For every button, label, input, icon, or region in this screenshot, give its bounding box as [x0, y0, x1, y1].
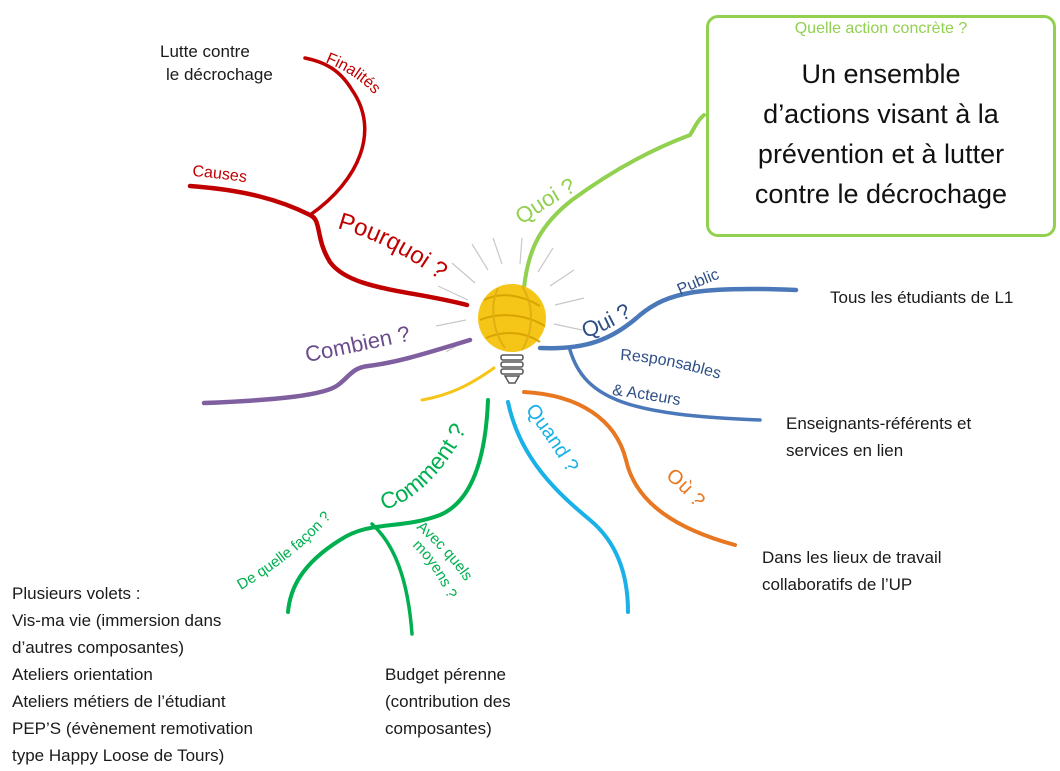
ou-branch-line [522, 390, 737, 547]
note-line: Ateliers orientation [12, 665, 153, 684]
action-answer-line: d’actions visant à la [763, 99, 999, 129]
action-box: Quelle action concrète ? Un ensemble d’a… [706, 15, 1056, 237]
note-line: Enseignants-référents et [786, 414, 972, 433]
light-ray [451, 262, 476, 284]
light-ray [492, 237, 503, 265]
quand-label: Quand ? [521, 400, 583, 476]
note-line: le décrochage [166, 65, 273, 84]
note-line: type Happy Loose de Tours) [12, 746, 225, 765]
note-line: Lutte contre [160, 42, 250, 61]
note-line: services en lien [786, 441, 904, 460]
acteurs-label-text: & Acteurs [611, 382, 681, 409]
light-ray [471, 243, 489, 271]
acteurs-note: Enseignants-référents et services en lie… [786, 410, 971, 464]
lutte-note: Lutte contre le décrochage [160, 40, 273, 86]
ou-label-text: Où ? [662, 464, 709, 511]
causes-label-text: Causes [192, 163, 248, 186]
quoi-branch-line [522, 113, 706, 290]
causes-label: Causes [192, 163, 248, 186]
action-answer-line: contre le décrochage [754, 179, 1008, 209]
comment-label: Comment ? [376, 419, 471, 515]
light-ray [554, 297, 585, 306]
note-line: collaboratifs de l’UP [762, 575, 913, 594]
note-line: Ateliers métiers de l’étudiant [12, 692, 226, 711]
lieux-note: Dans les lieux de travail collaboratifs … [762, 544, 942, 598]
pourquoi-label: Pourquoi ? [335, 208, 452, 285]
moyens-branch-line [370, 522, 414, 636]
quand-label-text: Quand ? [521, 400, 583, 476]
acteurs-branch-line [568, 348, 762, 422]
yarn-line [420, 366, 496, 402]
light-ray [553, 323, 583, 331]
action-answer-line: Un ensemble [801, 59, 961, 89]
light-ray [549, 269, 575, 287]
note-line: Budget pérenne [385, 665, 506, 684]
note-line: (contribution des [385, 692, 511, 711]
action-answer-line: prévention et à lutter [757, 139, 1005, 169]
action-question: Quelle action concrète ? [794, 20, 968, 37]
note-line: Dans les lieux de travail [762, 548, 942, 567]
pourquoi-branch-line [187, 183, 470, 308]
light-ray [435, 319, 467, 327]
pourquoi-label-path: Pourquoi ? [335, 208, 452, 285]
branch-lines [187, 56, 799, 636]
light-ray [519, 237, 523, 265]
note-line: Vis-ma vie (immersion dans [12, 611, 222, 630]
combien-branch-line [201, 337, 473, 406]
note-line: Plusieurs volets : [12, 584, 141, 603]
note-line: PEP’S (évènement remotivation [12, 719, 253, 738]
responsables-label-text: Responsables [620, 347, 723, 383]
yarn-lightbulb-icon [478, 284, 546, 384]
budget-note: Budget pérenne (contribution des composa… [385, 661, 511, 742]
note-line: Tous les étudiants de L1 [830, 288, 1014, 307]
light-ray [437, 285, 469, 301]
qui-branch-line [537, 286, 799, 351]
comment-branch-line [286, 398, 490, 614]
comment-label-text: Comment ? [376, 419, 471, 515]
quand-branch-line [506, 400, 630, 614]
note-line: d’autres composantes) [12, 638, 184, 657]
acteurs-label: & Acteurs [611, 382, 681, 409]
note-line: composantes) [385, 719, 492, 738]
ou-label: Où ? [662, 464, 709, 511]
volets-note: Plusieurs volets : Vis-ma vie (immersion… [12, 580, 253, 769]
light-ray [537, 247, 554, 273]
responsables-label: Responsables [620, 347, 723, 383]
public-note: Tous les étudiants de L1 [830, 286, 1013, 309]
action-answer: Un ensemble d’actions visant à la préven… [709, 54, 1053, 214]
finalites-branch-line [303, 56, 367, 217]
